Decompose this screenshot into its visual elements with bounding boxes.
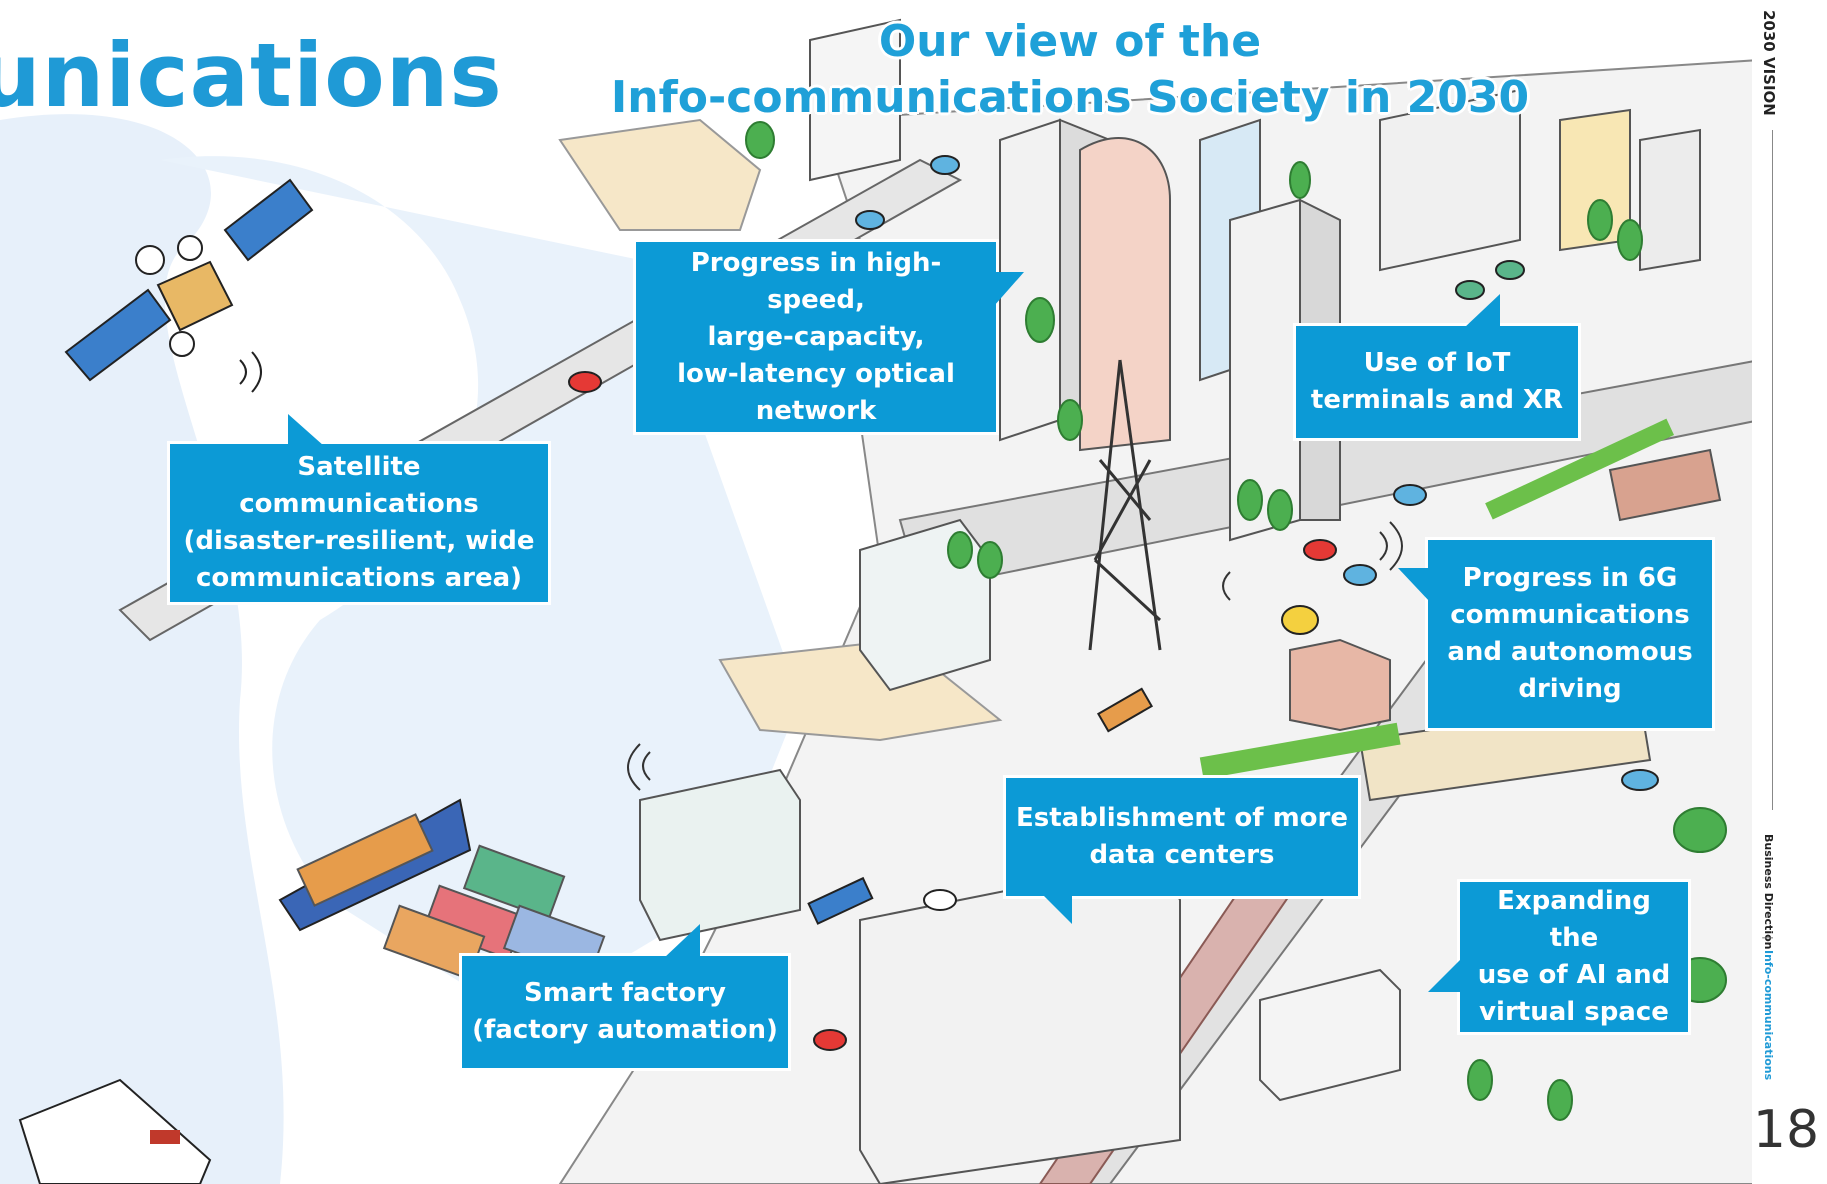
callout-line: low-latency optical <box>677 358 955 389</box>
cars <box>568 155 1659 1051</box>
section-label: Info-communications <box>1762 950 1775 1081</box>
callout-line: (factory automation) <box>472 1015 778 1045</box>
building-curved <box>1079 137 1171 452</box>
callout-line: large-capacity, <box>707 321 925 352</box>
callout-line: Smart factory <box>524 978 726 1008</box>
callout-tail <box>1042 894 1072 924</box>
container-ship <box>278 798 472 932</box>
callout-line: communications area) <box>195 563 522 593</box>
callout-line: network <box>755 395 877 426</box>
callout-6g: Progress in 6G communications and autono… <box>1428 540 1712 728</box>
signal-waves <box>627 521 1403 791</box>
building-tower-2 <box>1229 198 1341 542</box>
illustration-title: Our view of the Info-communications Soci… <box>580 14 1560 126</box>
callout-line: driving <box>1518 674 1622 704</box>
green-strip <box>1485 418 1675 520</box>
factory-left <box>639 768 801 942</box>
containers-green <box>462 844 566 921</box>
sidebar-divider <box>1772 130 1773 810</box>
green-strip-2 <box>1199 722 1401 780</box>
beach <box>558 118 762 231</box>
cruise-ship <box>18 1078 212 1184</box>
callout-line: data centers <box>1089 840 1275 870</box>
callout-iot: Use of IoT terminals and XR <box>1296 326 1578 438</box>
callout-satellite: Satellite communications (disaster-resil… <box>170 444 548 602</box>
callout-line: Expanding the <box>1497 886 1651 953</box>
callout-line: Satellite communications <box>239 452 479 519</box>
satellite-icon <box>64 178 314 393</box>
callout-line: Use of IoT <box>1363 348 1511 378</box>
page-heading: unications <box>0 24 503 127</box>
truck-1 <box>1096 687 1154 733</box>
red-brick-building <box>1289 638 1391 732</box>
callout-ai: Expanding the use of AI and virtual spac… <box>1460 882 1688 1032</box>
title-line-2: Info-communications Society in 2030 <box>610 72 1530 123</box>
callout-tail <box>1464 294 1500 328</box>
red-building-right <box>1608 448 1722 522</box>
breadcrumb-separator: | <box>1762 936 1775 940</box>
callout-optical: Progress in high-speed, large-capacity, … <box>636 242 996 432</box>
callout-tail <box>1398 568 1430 602</box>
callout-line: (disaster-resilient, wide <box>183 526 535 556</box>
truck-2 <box>807 876 874 925</box>
callout-tail <box>1428 958 1462 992</box>
tree-cluster <box>745 121 1727 1121</box>
callout-line: use of AI and <box>1477 960 1671 990</box>
vision-label: 2030 VISION <box>1760 10 1778 116</box>
building-white-top <box>809 18 901 182</box>
callout-line: Establishment of more <box>1016 803 1348 833</box>
page-number: 18 <box>1752 1100 1820 1160</box>
building-office-right <box>1379 88 1521 272</box>
callout-smart-factory: Smart factory (factory automation) <box>462 956 788 1068</box>
sidebar: 2030 VISION Business Direction | Info-co… <box>1752 0 1827 1184</box>
building-grey-right <box>1639 128 1701 272</box>
data-center <box>1259 968 1401 1102</box>
callout-line: Progress in 6G <box>1462 563 1678 593</box>
sea-area <box>0 114 284 1184</box>
callout-tail <box>288 414 324 446</box>
callout-line: and autonomous <box>1447 637 1693 667</box>
callout-line: communications <box>1450 600 1690 630</box>
direction-label: Business Direction <box>1762 834 1775 950</box>
callout-line: virtual space <box>1479 997 1669 1027</box>
title-line-1: Our view of the <box>878 16 1262 67</box>
communication-tower <box>1088 359 1162 651</box>
callout-line: Progress in high-speed, <box>690 247 942 315</box>
callout-tail <box>994 272 1024 306</box>
callout-data-centers: Establishment of more data centers <box>1006 778 1358 896</box>
callout-line: terminals and XR <box>1310 385 1564 415</box>
callout-tail <box>664 924 700 958</box>
